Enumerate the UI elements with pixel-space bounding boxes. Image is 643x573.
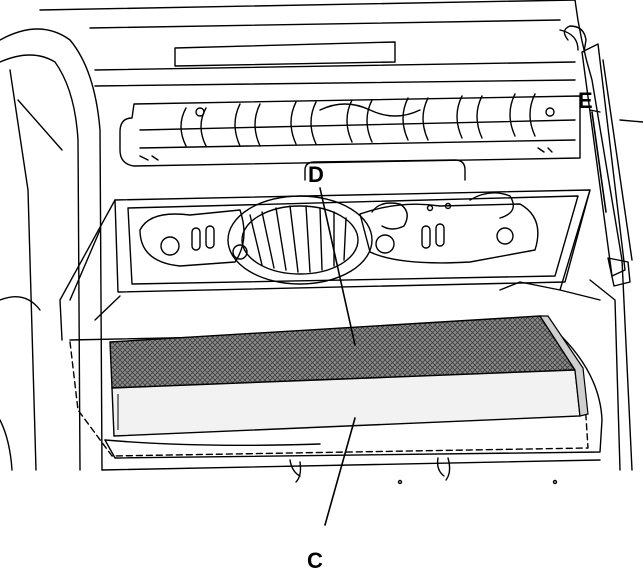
right-bracket [359, 192, 539, 264]
filter-frame-side [538, 315, 589, 417]
top-header [39, 0, 579, 87]
leader-line-c [324, 417, 356, 526]
left-pillar [0, 28, 103, 471]
left-bracket [139, 209, 248, 267]
right-pillar [574, 0, 643, 471]
under-tray-hoses [289, 457, 558, 485]
label-c: C [307, 548, 323, 573]
gas-strut [563, 25, 631, 287]
leader-line-e [591, 111, 607, 213]
label-d: D [308, 162, 324, 187]
blower-housing [119, 93, 581, 167]
side-trim [59, 189, 601, 341]
recirculation-frame [114, 159, 591, 293]
cabin-air-filter [109, 315, 589, 437]
filter-outline-dashed [69, 341, 589, 457]
label-e: E [578, 88, 593, 113]
leader-line-d [319, 187, 356, 346]
blower-fan [227, 195, 373, 285]
